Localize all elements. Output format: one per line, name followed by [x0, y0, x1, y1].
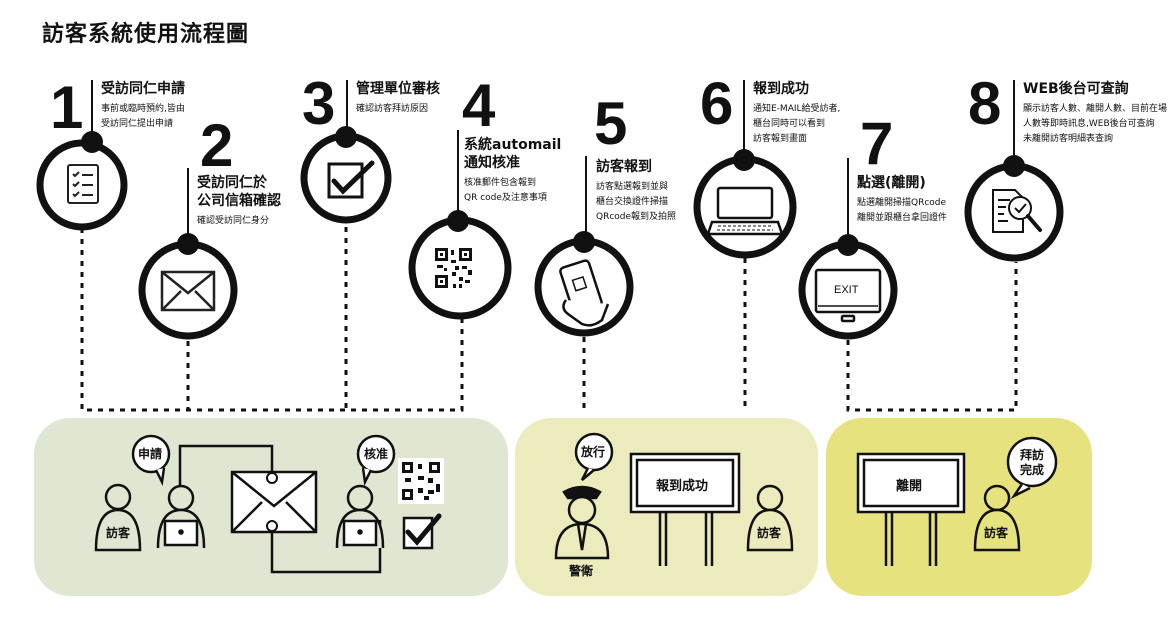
checkin-board-icon	[629, 452, 741, 566]
step-number: 6	[700, 70, 734, 137]
step-number: 4	[462, 72, 496, 139]
step-desc: 訪客點選報到並與	[596, 182, 669, 192]
step-number: 7	[860, 110, 894, 177]
exit-illustration	[856, 436, 1058, 566]
dotted-connectors	[80, 216, 1018, 412]
step-heading: 系統automail	[464, 137, 562, 153]
admin-laptop-icon	[335, 484, 385, 549]
step-number: 1	[50, 74, 84, 141]
apply-bubble	[131, 434, 171, 474]
step-desc: 點選離開掃描QRcode	[857, 198, 947, 208]
step-desc: 受訪同仁提出申請	[101, 119, 174, 129]
done-bubble	[1006, 436, 1058, 488]
step-desc: 核准郵件包含報到	[464, 178, 537, 188]
step-desc: 事前或臨時預約,皆由	[101, 104, 185, 114]
exit-label: EXIT	[834, 284, 859, 296]
step-desc: QRcode報到及拍照	[596, 212, 677, 222]
approve-bubble	[356, 434, 396, 474]
step-heading: 受訪同仁於	[197, 175, 267, 191]
step-heading: 管理單位審核	[356, 81, 440, 97]
step-number: 8	[968, 70, 1002, 137]
checkbox-icon	[327, 160, 375, 199]
checkin-illustration	[554, 432, 794, 566]
checkin-board-label: 報到成功	[656, 479, 709, 494]
visitor-label: 訪客	[106, 526, 131, 540]
application-flow-illustration	[94, 434, 444, 574]
done-bubble-label: 拜訪完成	[1019, 448, 1044, 477]
checklist-icon	[67, 164, 99, 204]
guard-label: 警衛	[569, 564, 594, 578]
apply-bubble-label: 申請	[138, 447, 163, 461]
step-heading: 訪客報到	[596, 159, 652, 175]
step-desc: 確認訪客拜訪原因	[356, 104, 429, 114]
approve-bubble-label: 核准	[364, 447, 389, 461]
qr-code-icon	[435, 248, 472, 288]
staff-laptop-icon	[156, 484, 206, 549]
step-desc: 顯示訪客人數、離開人數、目前在場	[1023, 104, 1168, 114]
step-number: 3	[302, 70, 336, 137]
visitor-label: 訪客	[757, 526, 782, 540]
visitor-person-icon	[973, 484, 1021, 552]
step-desc: 櫃台同時可以看到	[753, 119, 826, 129]
step-desc: 未離開訪客明細表查詢	[1023, 134, 1114, 144]
step-heading: 受訪同仁申請	[101, 81, 185, 97]
step-heading: 點選(離開)	[857, 175, 926, 191]
visitor-person-icon	[94, 483, 142, 552]
page-title: 訪客系統使用流程圖	[42, 22, 250, 47]
laptop-icon	[706, 186, 784, 236]
step-desc: 訪客報到畫面	[753, 134, 808, 144]
exit-board-icon	[856, 452, 966, 566]
step-desc: 確認受訪同仁身分	[197, 216, 270, 226]
step-heading: 公司信箱確認	[197, 193, 281, 209]
guard-icon	[554, 485, 610, 560]
approval-check-icon	[402, 513, 442, 550]
step-desc: 通知E-MAIL給受訪者,	[753, 104, 841, 114]
phone-scan-icon	[559, 259, 610, 327]
release-bubble-label: 放行	[581, 445, 606, 459]
step-number: 2	[200, 112, 234, 179]
circle-knobs	[81, 126, 1025, 256]
approval-qr-icon	[398, 458, 444, 504]
step-desc: QR code及注意事項	[464, 193, 547, 203]
step-desc: 離開並跟櫃台拿回證件	[857, 213, 948, 223]
visitor-label: 訪客	[984, 526, 1009, 540]
envelope-icon	[160, 270, 216, 312]
visitor-person-icon	[746, 484, 794, 552]
exit-screen-icon	[814, 268, 882, 323]
step-heading: WEB後台可查詢	[1023, 81, 1129, 97]
step-desc: 人數等即時訊息,WEB後台可查詢	[1023, 119, 1155, 129]
step-heading: 報到成功	[753, 81, 809, 97]
document-search-icon	[992, 189, 1042, 233]
step-heading: 通知核准	[464, 155, 520, 171]
step-desc: 櫃台交換證件掃描	[596, 197, 669, 207]
exit-board-label: 離開	[896, 479, 923, 494]
step-number: 5	[594, 90, 628, 157]
